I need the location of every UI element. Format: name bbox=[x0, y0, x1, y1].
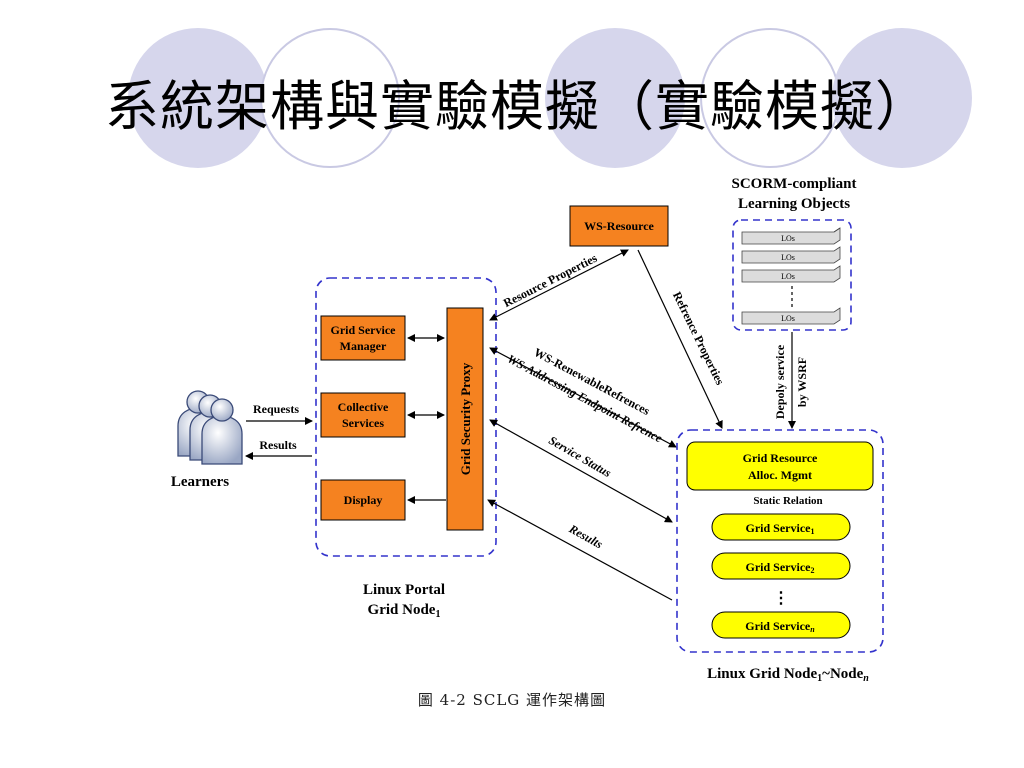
deploy-service-line1: Depoly service bbox=[773, 344, 787, 419]
grid-resource-box bbox=[686, 441, 874, 491]
grid-service-manager-line1: Grid Service bbox=[331, 323, 397, 337]
collective-services-box bbox=[320, 392, 406, 438]
display-label: Display bbox=[344, 493, 383, 507]
decorative-ring-1 bbox=[260, 28, 400, 168]
static-relation-label: Static Relation bbox=[753, 495, 822, 507]
svg-text:LOs: LOs bbox=[781, 272, 795, 281]
resource-properties-arrow bbox=[489, 249, 629, 321]
ws-resource-box bbox=[569, 205, 669, 247]
resource-properties-label: Resource Properties bbox=[501, 251, 600, 310]
grid-service-manager-box bbox=[320, 315, 406, 361]
scorm-title-line1: SCORM-compliant bbox=[732, 176, 857, 192]
refrence-properties-label: Refrence Properties bbox=[670, 289, 727, 387]
grid-security-proxy-label: Grid Security Proxy bbox=[458, 362, 473, 475]
deploy-service-line2: by WSRF bbox=[795, 357, 809, 407]
grid-service-1-label: Grid Service1 bbox=[746, 521, 815, 536]
grid-service-1-box bbox=[711, 513, 851, 541]
portal-node-label-line1: Linux Portal bbox=[363, 582, 445, 598]
grid-resource-line2: Alloc. Mgmt bbox=[748, 468, 812, 482]
portal-node-container bbox=[315, 277, 497, 557]
grid-node-label: Linux Grid Node1~Noden bbox=[707, 666, 869, 684]
grid-service-manager-line2: Manager bbox=[340, 339, 387, 353]
slide-title: 系統架構與實驗模擬（實驗模擬） bbox=[105, 75, 930, 138]
lo-stack-3: LOs bbox=[741, 265, 841, 283]
ws-addressing-label: WS-Addressing Endpoint Refrence bbox=[505, 352, 665, 446]
scorm-container bbox=[732, 219, 852, 331]
lo-stack-2: LOs bbox=[741, 246, 841, 264]
results-label: Results bbox=[259, 438, 297, 452]
decorative-circle-3 bbox=[832, 28, 972, 168]
collective-services-line1: Collective bbox=[338, 400, 389, 414]
grid-results-arrow bbox=[487, 499, 673, 601]
decorative-circle-1 bbox=[128, 28, 268, 168]
grid-service-2-label: Grid Service2 bbox=[746, 560, 815, 575]
svg-text:LOs: LOs bbox=[781, 253, 795, 262]
grid-results-label: Results bbox=[566, 521, 605, 551]
learners-label: Learners bbox=[171, 474, 229, 490]
grid-service-2-box bbox=[711, 552, 851, 580]
grid-security-proxy-box bbox=[446, 307, 484, 531]
svg-text:LOs: LOs bbox=[781, 234, 795, 243]
grid-node-container bbox=[676, 429, 884, 653]
lo-stack-4: LOs bbox=[741, 307, 841, 325]
grid-resource-line1: Grid Resource bbox=[743, 451, 818, 465]
figure-caption: 圖 4-2 SCLG 運作架構圖 bbox=[417, 691, 607, 709]
scorm-title-line2: Learning Objects bbox=[738, 196, 850, 212]
decorative-circle-2 bbox=[545, 28, 685, 168]
grid-service-n-box bbox=[711, 611, 851, 639]
lo-stack-1: LOs bbox=[741, 227, 841, 245]
requests-label: Requests bbox=[253, 402, 299, 416]
refrence-properties-arrow bbox=[637, 249, 723, 429]
grid-service-n-label: Grid Servicen bbox=[745, 619, 815, 634]
portal-node-label-line2: Grid Node1 bbox=[368, 602, 441, 620]
grid-service-ellipsis: ⋮ bbox=[773, 590, 789, 607]
service-status-arrow bbox=[489, 419, 673, 523]
ws-resource-label: WS-Resource bbox=[584, 219, 654, 233]
collective-services-line2: Services bbox=[342, 416, 384, 430]
svg-text:LOs: LOs bbox=[781, 314, 795, 323]
learners-icon bbox=[177, 390, 243, 465]
display-box bbox=[320, 479, 406, 521]
